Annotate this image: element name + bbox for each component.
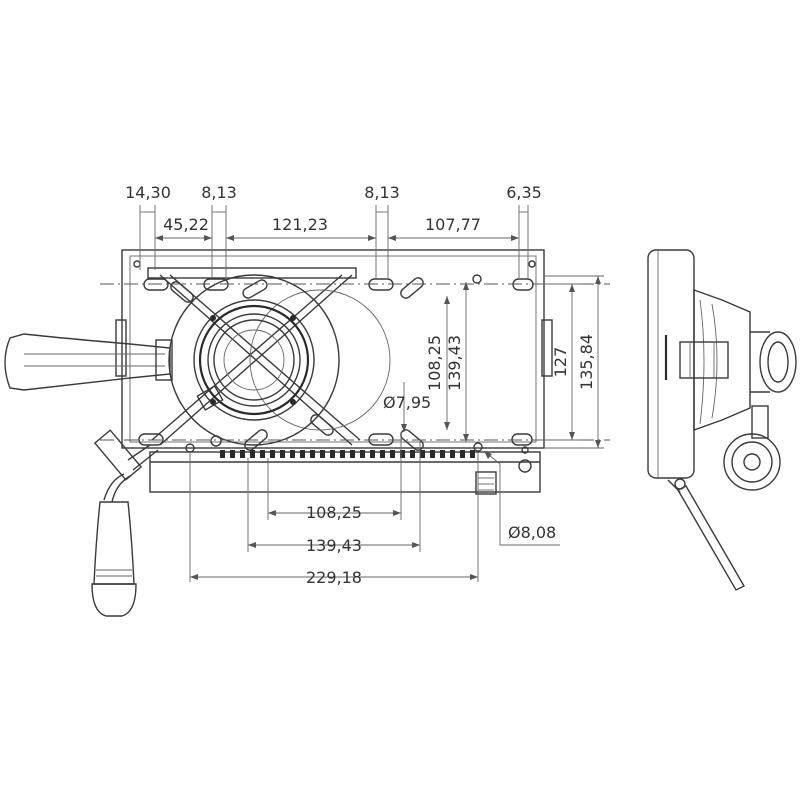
dim-hole-2: Ø8,08 <box>508 523 556 542</box>
release-handle-grip <box>93 501 135 585</box>
dimension-lines <box>139 205 604 582</box>
dim-bottom-3: 229,18 <box>306 568 362 587</box>
dim-bottom-1: 108,25 <box>306 503 362 522</box>
dim-top-7: 107,77 <box>425 215 481 234</box>
dim-vertical-2: 139,43 <box>445 335 464 391</box>
dim-hole-1: Ø7,95 <box>383 393 431 412</box>
slide-release-lever <box>91 429 159 617</box>
swivel-outer-ring <box>168 274 340 446</box>
swivel-dashed-circle <box>249 289 391 431</box>
left-side-block <box>115 319 127 377</box>
side-view <box>647 249 797 591</box>
dim-top-2: 8,13 <box>201 183 237 202</box>
mounting-slots <box>138 274 534 454</box>
dim-vertical-4: 135,84 <box>577 334 596 390</box>
top-rail <box>147 267 357 279</box>
front-view <box>4 249 610 617</box>
dim-top-6: 121,23 <box>272 215 328 234</box>
latch-block <box>196 385 224 411</box>
side-plate <box>647 249 695 479</box>
dim-top-4: 6,35 <box>506 183 542 202</box>
swivel-lever <box>4 333 173 391</box>
rack-teeth <box>215 450 475 458</box>
dimension-labels: 14,30 8,13 8,13 6,35 45,22 121,23 107,77… <box>125 183 596 587</box>
dim-vertical-1: 108,25 <box>425 335 444 391</box>
dim-top-5: 45,22 <box>163 215 209 234</box>
dim-top-1: 14,30 <box>125 183 171 202</box>
dim-bottom-2: 139,43 <box>306 536 362 555</box>
base-plate-outline <box>121 249 545 449</box>
side-tube <box>759 331 797 393</box>
right-side-block <box>541 319 553 377</box>
rack-end-block <box>475 471 497 495</box>
side-rod <box>677 485 745 591</box>
dim-vertical-3: 127 <box>551 347 570 378</box>
base-plate-inner <box>129 255 537 443</box>
rack-screw <box>518 459 532 473</box>
side-cone <box>693 289 751 431</box>
cross-brace <box>151 274 361 446</box>
dim-top-3: 8,13 <box>364 183 400 202</box>
swivel-mechanism <box>168 274 391 446</box>
tension-knob <box>723 433 781 491</box>
